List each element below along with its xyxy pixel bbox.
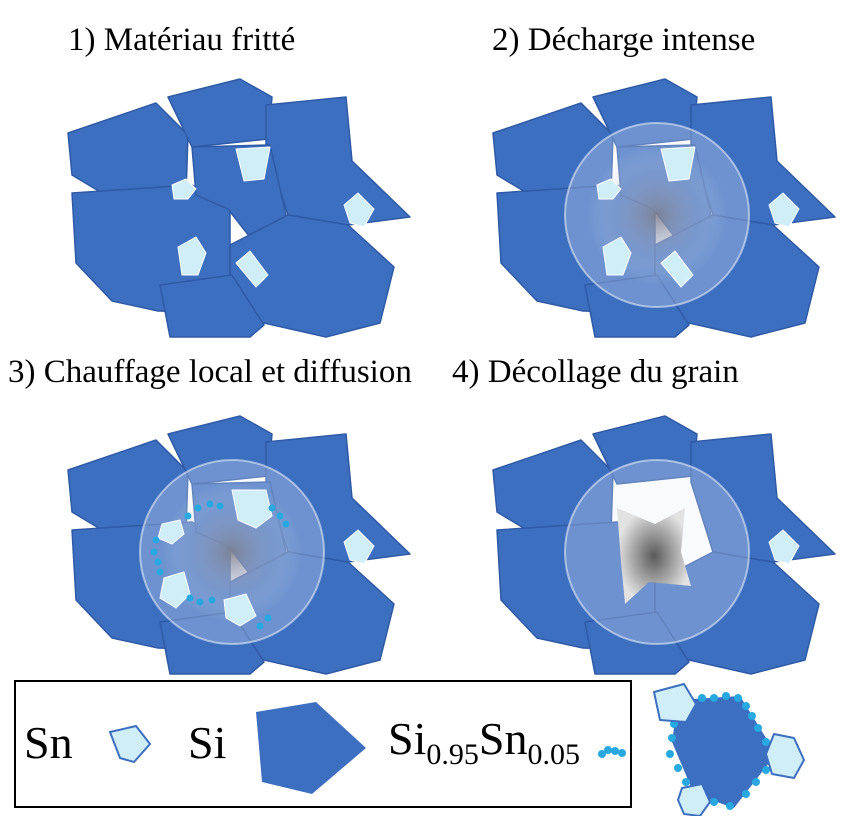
alloy-dot (264, 614, 272, 622)
alloy-dot (196, 598, 204, 606)
alloy-dot (156, 568, 164, 576)
sn-particles (768, 529, 800, 565)
sn-particle (159, 571, 191, 609)
panel-4-title: 4) Décollage du grain (452, 354, 739, 390)
sn-particle (596, 178, 622, 200)
alloy-dot (268, 504, 276, 512)
alloy-dot (152, 536, 160, 544)
si-grains (492, 415, 836, 675)
legend-box: Sn Si Si0.95Sn0.05 (14, 680, 632, 808)
sn-particle (343, 192, 375, 228)
alloy-dot (150, 548, 158, 556)
grain-cavity (617, 508, 691, 604)
legend-si-label: Si (188, 717, 227, 768)
sn-particle (768, 192, 800, 228)
alloy-dot (256, 622, 264, 630)
sn-particle (768, 529, 800, 565)
sn-particle (660, 250, 694, 288)
panel-1-title: 1) Matériau fritté (68, 22, 296, 58)
legend-alloy-label: Si0.95Sn0.05 (388, 713, 580, 771)
sn-particle (157, 519, 185, 545)
alloy-dot (208, 596, 216, 604)
si-grain (690, 433, 836, 563)
si-grain (584, 611, 690, 675)
sn-particle (660, 146, 696, 182)
legend-si-swatch (256, 702, 366, 794)
alloy-dot (282, 520, 290, 528)
alloy-dot (194, 504, 202, 512)
sn-particle (231, 489, 273, 529)
alloy-dot (184, 512, 192, 520)
legend-sn-label: Sn (24, 717, 73, 768)
panel-3-title: 3) Chauffage local et diffusion (8, 354, 412, 390)
legend-sn-swatch (108, 724, 152, 764)
alloy-dot (276, 512, 284, 520)
sn-particle (602, 236, 632, 276)
alloy-dot (154, 558, 162, 566)
sn-particle (235, 250, 269, 288)
sn-particle (177, 236, 207, 276)
sn-particles (157, 489, 375, 627)
panel-4-diagram (492, 415, 836, 675)
sn-particle (171, 178, 197, 200)
alloy-dot (206, 500, 214, 508)
panel-2-title: 2) Décharge intense (492, 22, 756, 58)
si-grain (67, 102, 189, 196)
alloy-dot (216, 502, 224, 510)
si-grain (265, 96, 411, 226)
sn-particles (171, 146, 375, 288)
alloy-dot (186, 594, 194, 602)
sn-particle (223, 593, 257, 627)
si-grain (159, 274, 265, 338)
panel-1-diagram (67, 78, 411, 338)
panel-2-diagram (492, 78, 836, 338)
sn-particles (596, 146, 800, 288)
coated-grain-illustration (653, 683, 805, 816)
alloy-deposits (150, 500, 290, 630)
sn-particle (235, 146, 271, 182)
legend-alloy-swatch (598, 746, 626, 758)
sn-particle (343, 529, 375, 565)
panel-3-diagram (67, 415, 411, 675)
